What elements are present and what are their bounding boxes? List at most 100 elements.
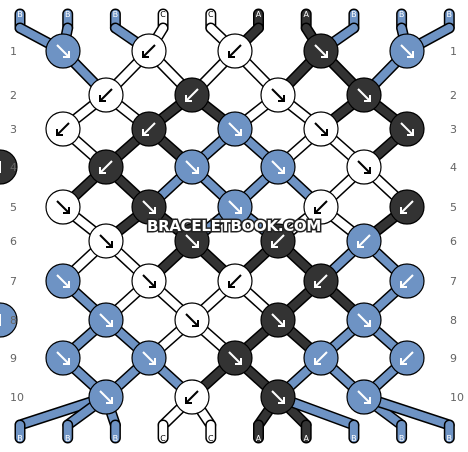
arrow-head-icon xyxy=(192,167,199,174)
bottom-string-label: B xyxy=(399,434,405,443)
arrow-head-icon xyxy=(235,358,242,365)
knot xyxy=(260,379,296,415)
bottom-string-label: C xyxy=(160,434,166,443)
knot xyxy=(88,77,124,113)
top-string-label: B xyxy=(399,10,405,19)
knot xyxy=(389,263,425,299)
arrow-head-icon xyxy=(364,397,371,404)
bottom-string-label: A xyxy=(256,434,262,443)
arrow-head-icon xyxy=(364,95,371,102)
top-string-label: A xyxy=(256,10,262,19)
arrow-head-icon xyxy=(185,397,192,404)
row-number-label: 8 xyxy=(10,314,17,327)
arrow-down-right-icon xyxy=(142,351,156,365)
arrow-down-right-icon xyxy=(185,234,199,248)
arrow-down-right-icon xyxy=(185,160,199,174)
knot xyxy=(0,302,18,338)
knot xyxy=(131,263,167,299)
knot xyxy=(346,302,382,338)
row-number-label: 2 xyxy=(10,89,17,102)
row-number-label: 3 xyxy=(450,123,457,136)
row-number-label: 4 xyxy=(10,161,17,174)
arrow-head-icon xyxy=(400,358,407,365)
arrow-down-left-icon xyxy=(271,234,285,248)
knot xyxy=(174,302,210,338)
arrow-down-left-icon xyxy=(99,88,113,102)
arrow-head-icon xyxy=(63,358,70,365)
knot xyxy=(346,149,382,185)
knot xyxy=(217,111,253,147)
knot xyxy=(346,223,382,259)
arrow-down-left-icon xyxy=(314,274,328,288)
arrow-head-icon xyxy=(63,207,70,214)
arrow-down-right-icon xyxy=(56,351,70,365)
arrow-down-right-icon xyxy=(271,160,285,174)
arrow-down-right-icon xyxy=(271,313,285,327)
row-number-label: 1 xyxy=(10,45,17,58)
arrow-head-icon xyxy=(278,320,285,327)
arrow-head-icon xyxy=(106,397,113,404)
arrow-down-right-icon xyxy=(56,44,70,58)
arrow-head-icon xyxy=(278,95,285,102)
arrow-down-right-icon xyxy=(314,44,328,58)
knot xyxy=(217,340,253,376)
arrow-head-icon xyxy=(192,320,199,327)
arrow-head-icon xyxy=(142,129,149,136)
arrow-down-right-icon xyxy=(185,313,199,327)
arrow-head-icon xyxy=(364,167,371,174)
knot xyxy=(174,149,210,185)
arrow-head-icon xyxy=(142,51,149,58)
top-string-label: B xyxy=(447,10,453,19)
arrow-head-icon xyxy=(321,51,328,58)
arrow-head-icon xyxy=(364,320,371,327)
arrow-down-right-icon xyxy=(142,200,156,214)
arrow-down-right-icon xyxy=(271,88,285,102)
arrow-down-right-icon xyxy=(271,390,285,404)
arrow-head-icon xyxy=(228,51,235,58)
top-string-label: A xyxy=(303,10,309,19)
row-number-label: 7 xyxy=(10,275,17,288)
arrow-down-right-icon xyxy=(357,313,371,327)
row-number-label: 9 xyxy=(450,352,457,365)
arrow-down-right-icon xyxy=(142,274,156,288)
knot xyxy=(217,263,253,299)
row-number-label: 1 xyxy=(450,45,457,58)
knot xyxy=(303,189,339,225)
arrow-down-right-icon xyxy=(99,234,113,248)
arrow-head-icon xyxy=(271,241,278,248)
arrow-down-right-icon xyxy=(228,351,242,365)
knot xyxy=(131,111,167,147)
arrow-down-right-icon xyxy=(314,122,328,136)
arrow-down-left-icon xyxy=(142,122,156,136)
bottom-string-label: C xyxy=(208,434,214,443)
arrow-head-icon xyxy=(400,207,407,214)
arrow-down-left-icon xyxy=(185,390,199,404)
bottom-string-label: A xyxy=(303,434,309,443)
bottom-string-label: B xyxy=(17,434,23,443)
knot xyxy=(131,33,167,69)
knot-circle xyxy=(0,302,18,338)
arrow-head-icon xyxy=(192,241,199,248)
row-number-label: 5 xyxy=(10,201,17,214)
knot xyxy=(217,189,253,225)
arrow-down-left-icon xyxy=(228,274,242,288)
arrow-down-left-icon xyxy=(400,274,414,288)
knot xyxy=(45,263,81,299)
arrow-head-icon xyxy=(99,167,106,174)
knot xyxy=(174,223,210,259)
knot xyxy=(260,302,296,338)
arrow-down-right-icon xyxy=(357,88,371,102)
arrow-down-left-icon xyxy=(314,200,328,214)
knot xyxy=(389,33,425,69)
row-number-label: 10 xyxy=(450,391,464,404)
arrow-head-icon xyxy=(314,358,321,365)
arrow-head-icon xyxy=(278,397,285,404)
knot xyxy=(45,340,81,376)
knot xyxy=(0,149,18,185)
knot xyxy=(45,33,81,69)
arrow-head-icon xyxy=(400,281,407,288)
top-string-label: C xyxy=(160,10,166,19)
bottom-string-label: B xyxy=(113,434,119,443)
